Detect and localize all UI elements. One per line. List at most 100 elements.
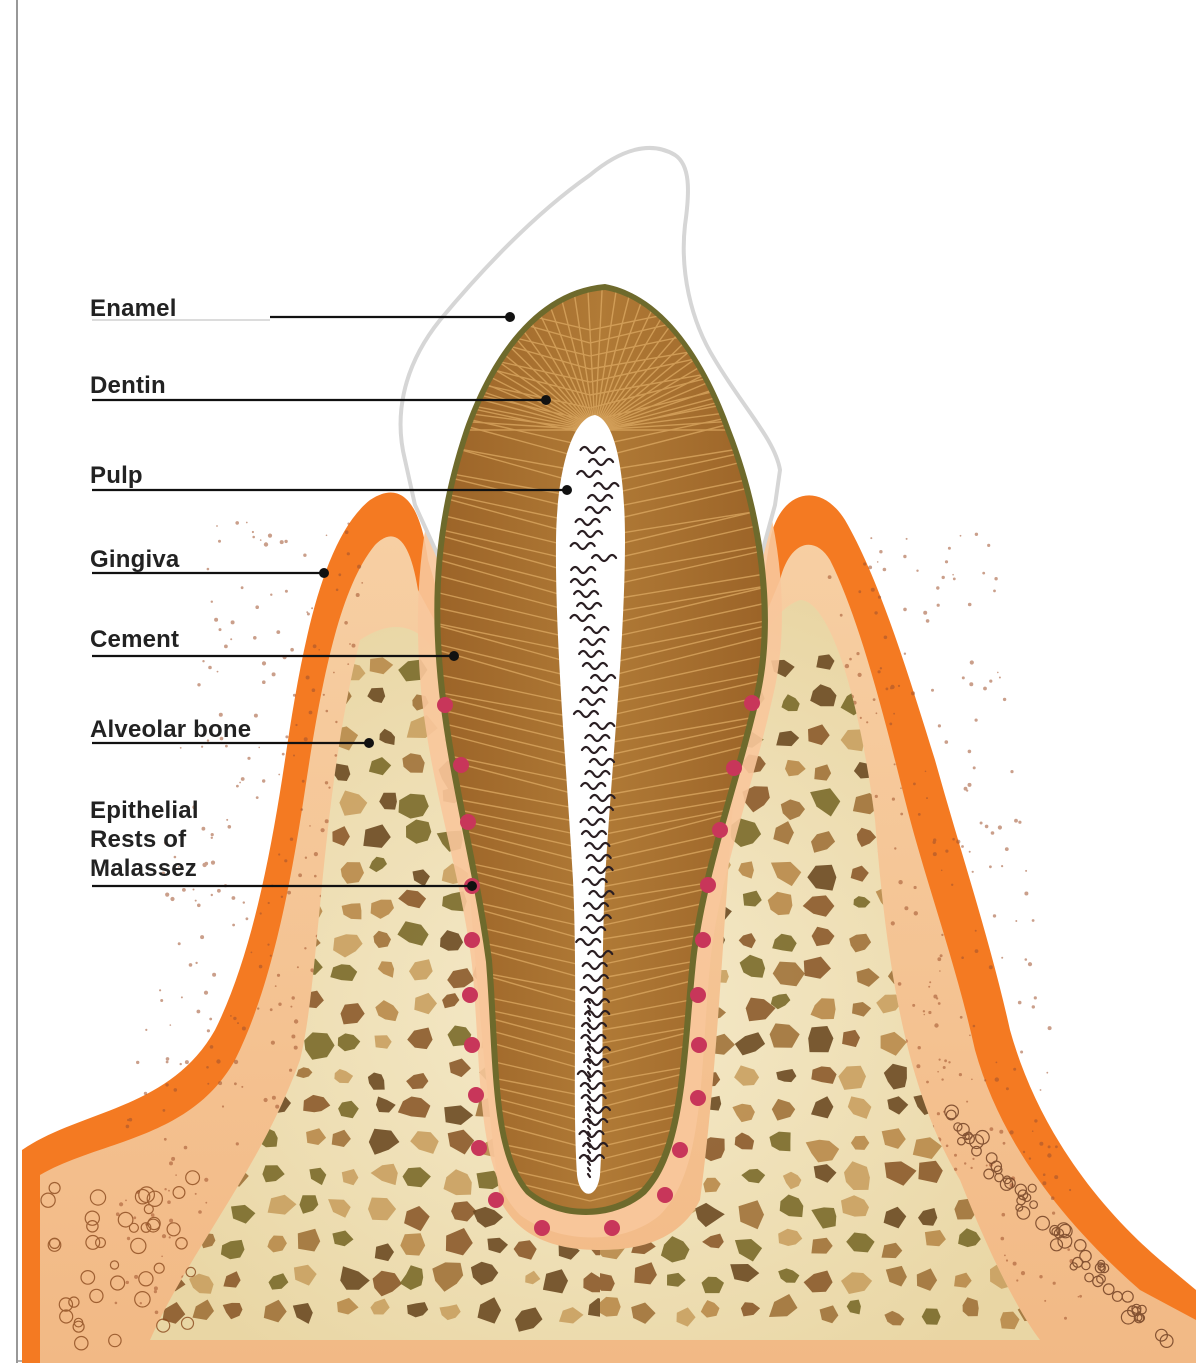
gingiva-speckle xyxy=(312,688,316,692)
gingiva-speckle xyxy=(242,1027,246,1031)
gingiva-speckle xyxy=(349,643,351,645)
gingiva-speckle xyxy=(200,935,204,939)
gingiva-speckle xyxy=(304,947,306,949)
gingiva-speckle xyxy=(999,1130,1003,1134)
gingiva-speckle xyxy=(1016,1279,1018,1281)
gingiva-speckle xyxy=(956,840,960,844)
gingiva-speckle xyxy=(972,871,974,873)
gingiva-speckle xyxy=(241,1086,243,1088)
gingiva-speckle xyxy=(211,601,213,603)
gingiva-speckle xyxy=(904,653,906,655)
gingiva-speckle xyxy=(904,906,908,910)
gingiva-speckle xyxy=(278,1003,281,1006)
gingiva-speckle xyxy=(292,996,295,999)
gingiva-speckle xyxy=(246,917,249,920)
gingiva-speckle xyxy=(284,540,287,543)
gingiva-speckle xyxy=(993,590,996,593)
gingiva-speckle xyxy=(169,1219,173,1223)
gingiva-speckle xyxy=(154,1286,158,1290)
gingiva-speckle xyxy=(260,539,262,541)
gingiva-speckle xyxy=(290,838,293,841)
gingiva-speckle xyxy=(1034,996,1037,999)
gingiva-speckle xyxy=(999,677,1001,679)
gingiva-speckle xyxy=(1032,1130,1034,1132)
gingiva-speckle xyxy=(1051,1196,1055,1200)
gingiva-speckle xyxy=(1021,1271,1025,1275)
gingiva-speckle xyxy=(228,825,232,829)
gingiva-speckle xyxy=(307,613,310,616)
gingiva-speckle xyxy=(237,1022,239,1024)
epithelial-rest-dot xyxy=(657,1187,673,1203)
epithelial-rest-dot xyxy=(464,1037,480,1053)
gingiva-speckle xyxy=(926,797,928,799)
gingiva-speckle xyxy=(165,893,169,897)
gingiva-speckle xyxy=(236,1142,239,1145)
gingiva-speckle xyxy=(318,649,320,651)
gingiva-speckle xyxy=(195,900,197,902)
gingiva-speckle xyxy=(258,747,260,749)
bone-chip xyxy=(959,751,984,774)
gingiva-speckle xyxy=(975,949,979,953)
gingiva-speckle xyxy=(937,957,941,961)
gingiva-speckle xyxy=(290,1006,292,1008)
gingiva-speckle xyxy=(181,996,183,998)
gingiva-speckle xyxy=(352,644,356,648)
bone-chip xyxy=(1024,694,1057,713)
gingiva-speckle xyxy=(938,1002,941,1005)
gingiva-speckle xyxy=(1046,1072,1048,1074)
gingiva-speckle xyxy=(313,644,317,648)
gingiva-speckle xyxy=(285,735,288,738)
gingiva-speckle xyxy=(870,537,872,539)
gingiva-speckle xyxy=(1034,1119,1037,1122)
gingiva-speckle xyxy=(162,1234,166,1238)
gingiva-speckle xyxy=(262,680,266,684)
gingiva-speckle xyxy=(232,896,236,900)
bone-chip xyxy=(1024,959,1048,979)
gingiva-speckle xyxy=(980,822,983,825)
bone-chip xyxy=(1025,796,1044,815)
gingiva-speckle xyxy=(195,1193,197,1195)
gingiva-speckle xyxy=(278,853,280,855)
gingiva-speckle xyxy=(975,930,977,932)
gingiva-speckle xyxy=(1032,919,1035,922)
gingiva-speckle xyxy=(178,942,181,945)
epithelial-rest-dot xyxy=(437,697,453,713)
gingiva-speckle xyxy=(993,914,996,917)
gingiva-speckle xyxy=(257,1007,259,1009)
gingiva-speckle xyxy=(1043,1173,1046,1176)
gingiva-speckle xyxy=(845,664,849,668)
gingiva-speckle xyxy=(1002,1213,1006,1217)
gingiva-speckle xyxy=(968,603,972,607)
bone-chip xyxy=(921,660,937,675)
gingiva-speckle xyxy=(966,1101,968,1103)
gingiva-speckle xyxy=(1010,1130,1014,1134)
bone-chip xyxy=(190,968,208,984)
gingiva-speckle xyxy=(161,1256,163,1258)
epithelial-rest-dot xyxy=(453,757,469,773)
gingiva-speckle xyxy=(968,750,972,754)
gingiva-speckle xyxy=(293,694,296,697)
gingiva-speckle xyxy=(197,904,201,908)
gingiva-speckle xyxy=(335,754,338,757)
gingiva-speckle xyxy=(1053,1282,1056,1285)
gingiva-speckle xyxy=(939,1059,941,1061)
gingiva-speckle xyxy=(918,1046,921,1049)
gingiva-speckle xyxy=(925,771,927,773)
gingiva-speckle xyxy=(931,689,934,692)
gingiva-speckle xyxy=(849,658,852,661)
gingiva-speckle xyxy=(204,991,208,995)
gingiva-speckle xyxy=(900,787,902,789)
gingiva-speckle xyxy=(923,1010,925,1012)
gingiva-speckle xyxy=(828,575,832,579)
gingiva-speckle xyxy=(894,847,896,849)
gingiva-speckle xyxy=(255,605,259,609)
gingiva-speckle xyxy=(175,1174,177,1176)
gingiva-speckle xyxy=(989,965,993,969)
gingiva-speckle xyxy=(119,1202,123,1206)
gingiva-speckle xyxy=(278,774,280,776)
gingiva-speckle xyxy=(973,766,976,769)
epithelial-rest-dot xyxy=(726,760,742,776)
gingiva-speckle xyxy=(302,780,305,783)
bone-chip xyxy=(984,657,1007,679)
gingiva-speckle xyxy=(211,833,214,836)
